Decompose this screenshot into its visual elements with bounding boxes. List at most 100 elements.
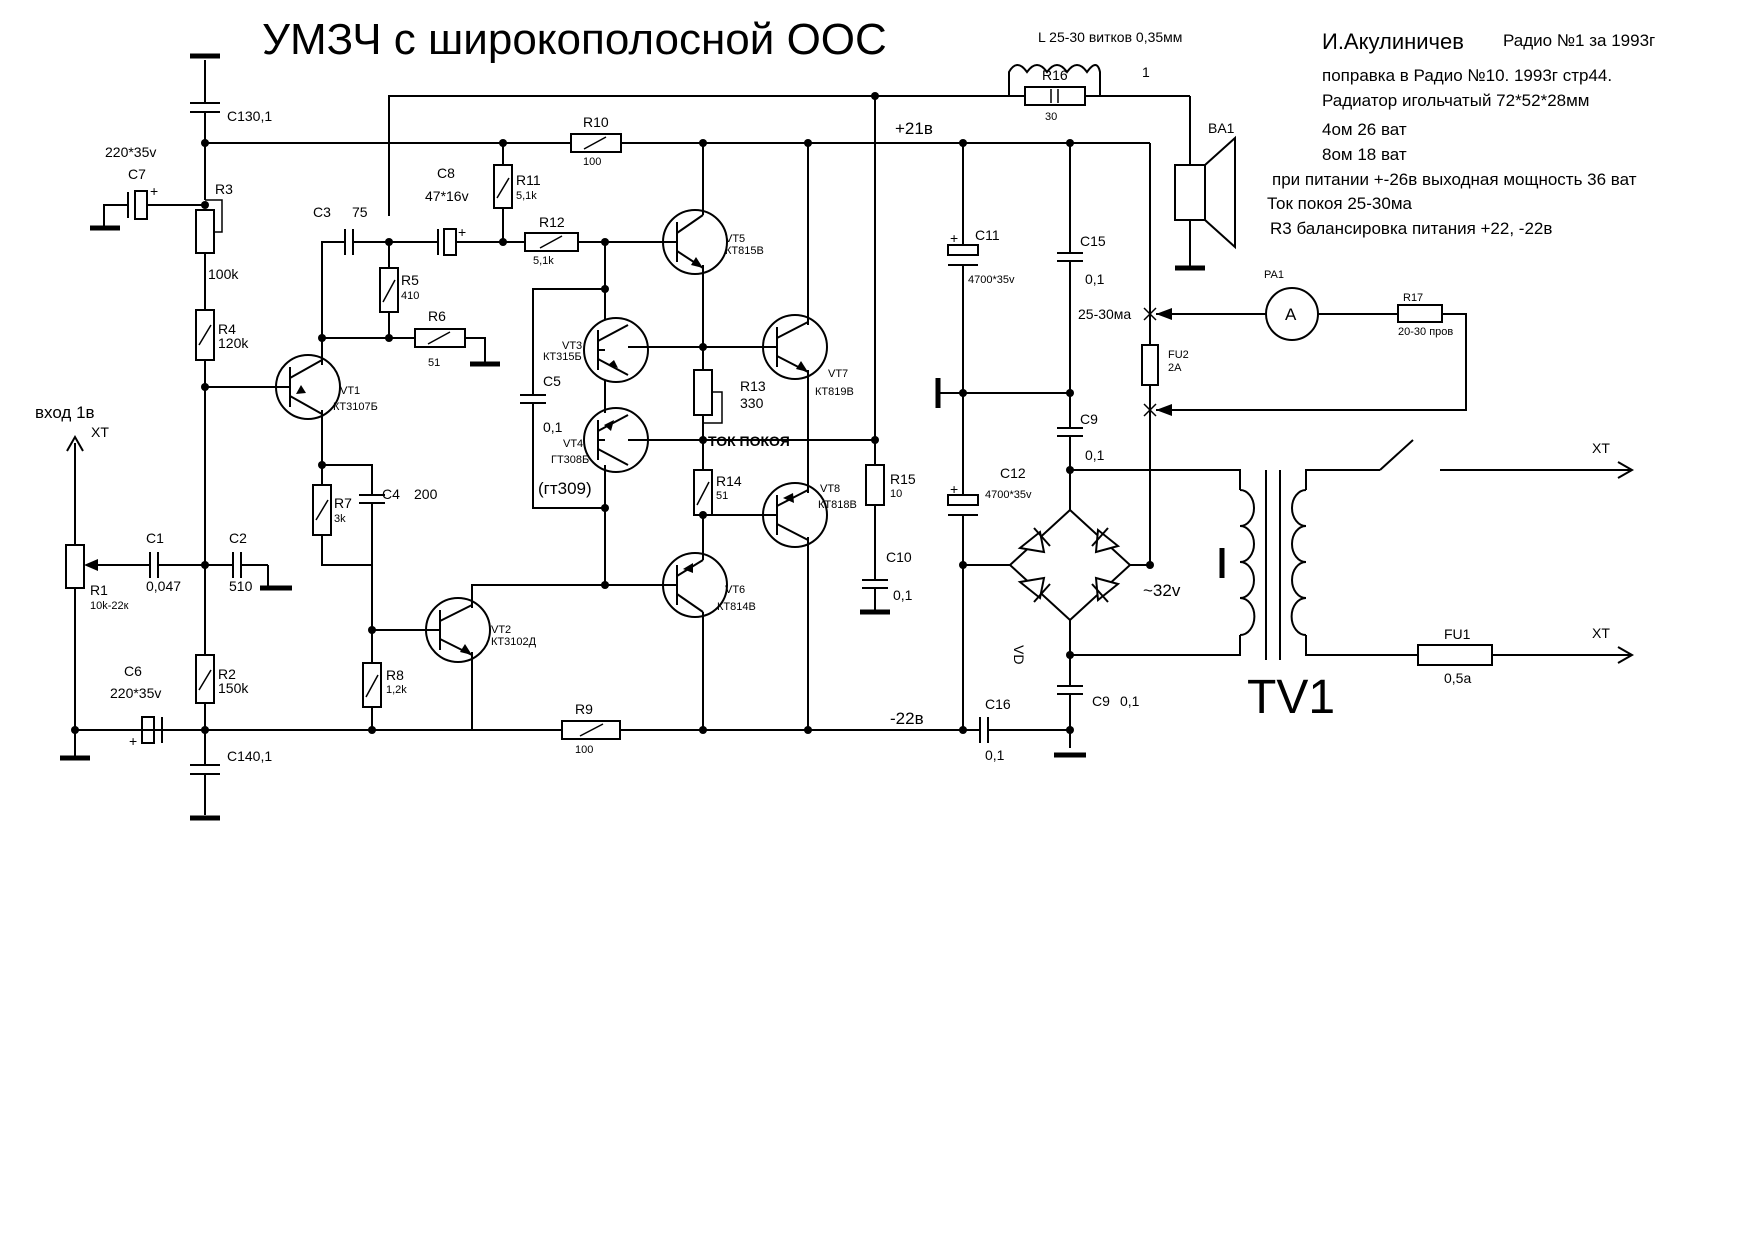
transistor-vt8 — [762, 482, 828, 548]
resistor-r6 — [414, 328, 466, 348]
label-vt8: VT8 — [820, 483, 840, 495]
label-pa1: PA1 — [1264, 269, 1284, 281]
resistor-r3 — [195, 199, 223, 254]
label-r15v: 10 — [890, 488, 902, 500]
vt3-arrow — [608, 360, 618, 368]
label-r11: R11 — [516, 172, 541, 188]
note-author: И.Акулиничев — [1322, 29, 1464, 54]
resistor-r17 — [1397, 304, 1443, 323]
capacitor-c5 — [520, 394, 546, 404]
label-r12: R12 — [539, 214, 565, 230]
label-vt4: VT4 — [563, 438, 583, 450]
inductor-l — [1008, 64, 1101, 96]
title: УМЗЧ с широкополосной ООС — [262, 15, 887, 64]
resistor-r4 — [195, 309, 215, 361]
vt2-arrow — [460, 644, 472, 655]
label-c3: C3 — [313, 204, 331, 220]
label-vt3t: КТ315Б — [543, 351, 582, 363]
label-c2: C2 — [229, 530, 247, 546]
label-input: вход 1в — [35, 403, 95, 422]
label-c6: C6 — [124, 663, 142, 679]
label-r17: R17 — [1403, 292, 1423, 304]
label-fu1: FU1 — [1444, 626, 1471, 642]
capacitor-c3 — [344, 229, 354, 255]
label-r13: R13 — [740, 378, 766, 394]
fuse-fu1 — [1417, 644, 1493, 666]
plus-c8: + — [458, 224, 466, 240]
label-c10v: 0,1 — [893, 587, 913, 603]
resistor-r9 — [561, 720, 621, 740]
resistor-r7 — [312, 484, 332, 536]
label-r9v: 100 — [575, 744, 593, 756]
label-c16v: 0,1 — [985, 747, 1005, 763]
note-inductor: L 25-30 витков 0,35мм — [1038, 29, 1182, 45]
vt5-arrow — [691, 257, 703, 268]
label-r11v: 5,1k — [516, 190, 537, 202]
label-c15: C15 — [1080, 233, 1106, 249]
loop-arrow — [1156, 404, 1172, 416]
label-c9bv: 0,1 — [1120, 693, 1140, 709]
label-c5: C5 — [543, 373, 561, 389]
label-r9: R9 — [575, 701, 593, 717]
label-r2: R2 — [218, 666, 236, 682]
label-ma: 25-30ма — [1078, 306, 1131, 322]
wire-xfmr-pri-top — [1305, 469, 1380, 490]
wire-xfmr-pri-bot — [1305, 635, 1418, 656]
label-vt2: VT2 — [491, 624, 511, 636]
capacitor-c11 — [947, 244, 979, 266]
label-c9av: 0,1 — [1085, 447, 1105, 463]
plus-c7: + — [150, 183, 158, 199]
label-c12: C12 — [1000, 465, 1026, 481]
label-c1: C1 — [146, 530, 164, 546]
label-c2v: 510 — [229, 578, 253, 594]
label-r2v: 150k — [218, 680, 249, 696]
label-one: 1 — [1142, 64, 1150, 80]
label-r13v: 330 — [740, 395, 764, 411]
transformer-secondary — [1239, 489, 1256, 636]
label-c12v: 4700*35v — [985, 489, 1032, 501]
label-rail-pos: +21в — [895, 119, 933, 138]
label-input-xt: XT — [91, 424, 109, 440]
wire-xfmr-sec-top — [1070, 469, 1241, 490]
switch — [1379, 439, 1414, 471]
plus-c11: + — [950, 230, 958, 246]
capacitor-c10 — [862, 579, 888, 589]
vt7-arrow — [796, 361, 808, 372]
resistor-r15 — [865, 464, 885, 506]
label-r16v: 30 — [1045, 111, 1057, 123]
label-ac: ~32v — [1143, 581, 1181, 600]
label-fu2v: 2A — [1168, 362, 1182, 374]
label-c16: C16 — [985, 696, 1011, 712]
label-vt2t: КТ3102Д — [491, 636, 537, 648]
feedback-wire-top — [388, 95, 1009, 216]
wire-xfmr-sec-bot — [1070, 635, 1241, 656]
label-r3v: 100k — [208, 266, 239, 282]
label-vt1t: КТ3107Б — [333, 401, 378, 413]
resistor-r5 — [379, 267, 399, 313]
resistor-r10 — [570, 133, 622, 153]
plus-c12: + — [950, 481, 958, 497]
resistor-r14 — [693, 469, 713, 516]
capacitor-c16 — [979, 717, 989, 743]
ammeter-arrow — [1156, 308, 1172, 320]
vt6-arrow — [683, 563, 693, 573]
label-r5v: 410 — [401, 290, 419, 302]
vt8-arrow — [783, 493, 794, 503]
resistor-r2 — [195, 654, 215, 704]
label-pa1-a: A — [1285, 305, 1297, 324]
wire-c7-gnd — [103, 204, 128, 226]
transistor-vt3 — [583, 317, 649, 383]
label-vt1: VT1 — [340, 385, 360, 397]
label-vt7: VT7 — [828, 368, 848, 380]
break-marks — [1143, 307, 1157, 417]
wire-c5-box — [532, 288, 605, 395]
junctions — [71, 92, 1154, 734]
plus-c6: + — [129, 733, 137, 749]
label-fu1v: 0,5а — [1444, 670, 1471, 686]
label-c13: C130,1 — [227, 108, 272, 124]
speaker-ba1 — [1174, 135, 1236, 250]
wire-vt2-coll — [471, 584, 668, 608]
note-source: Радио №1 за 1993г — [1503, 31, 1655, 50]
label-vt6: VT6 — [725, 584, 745, 596]
